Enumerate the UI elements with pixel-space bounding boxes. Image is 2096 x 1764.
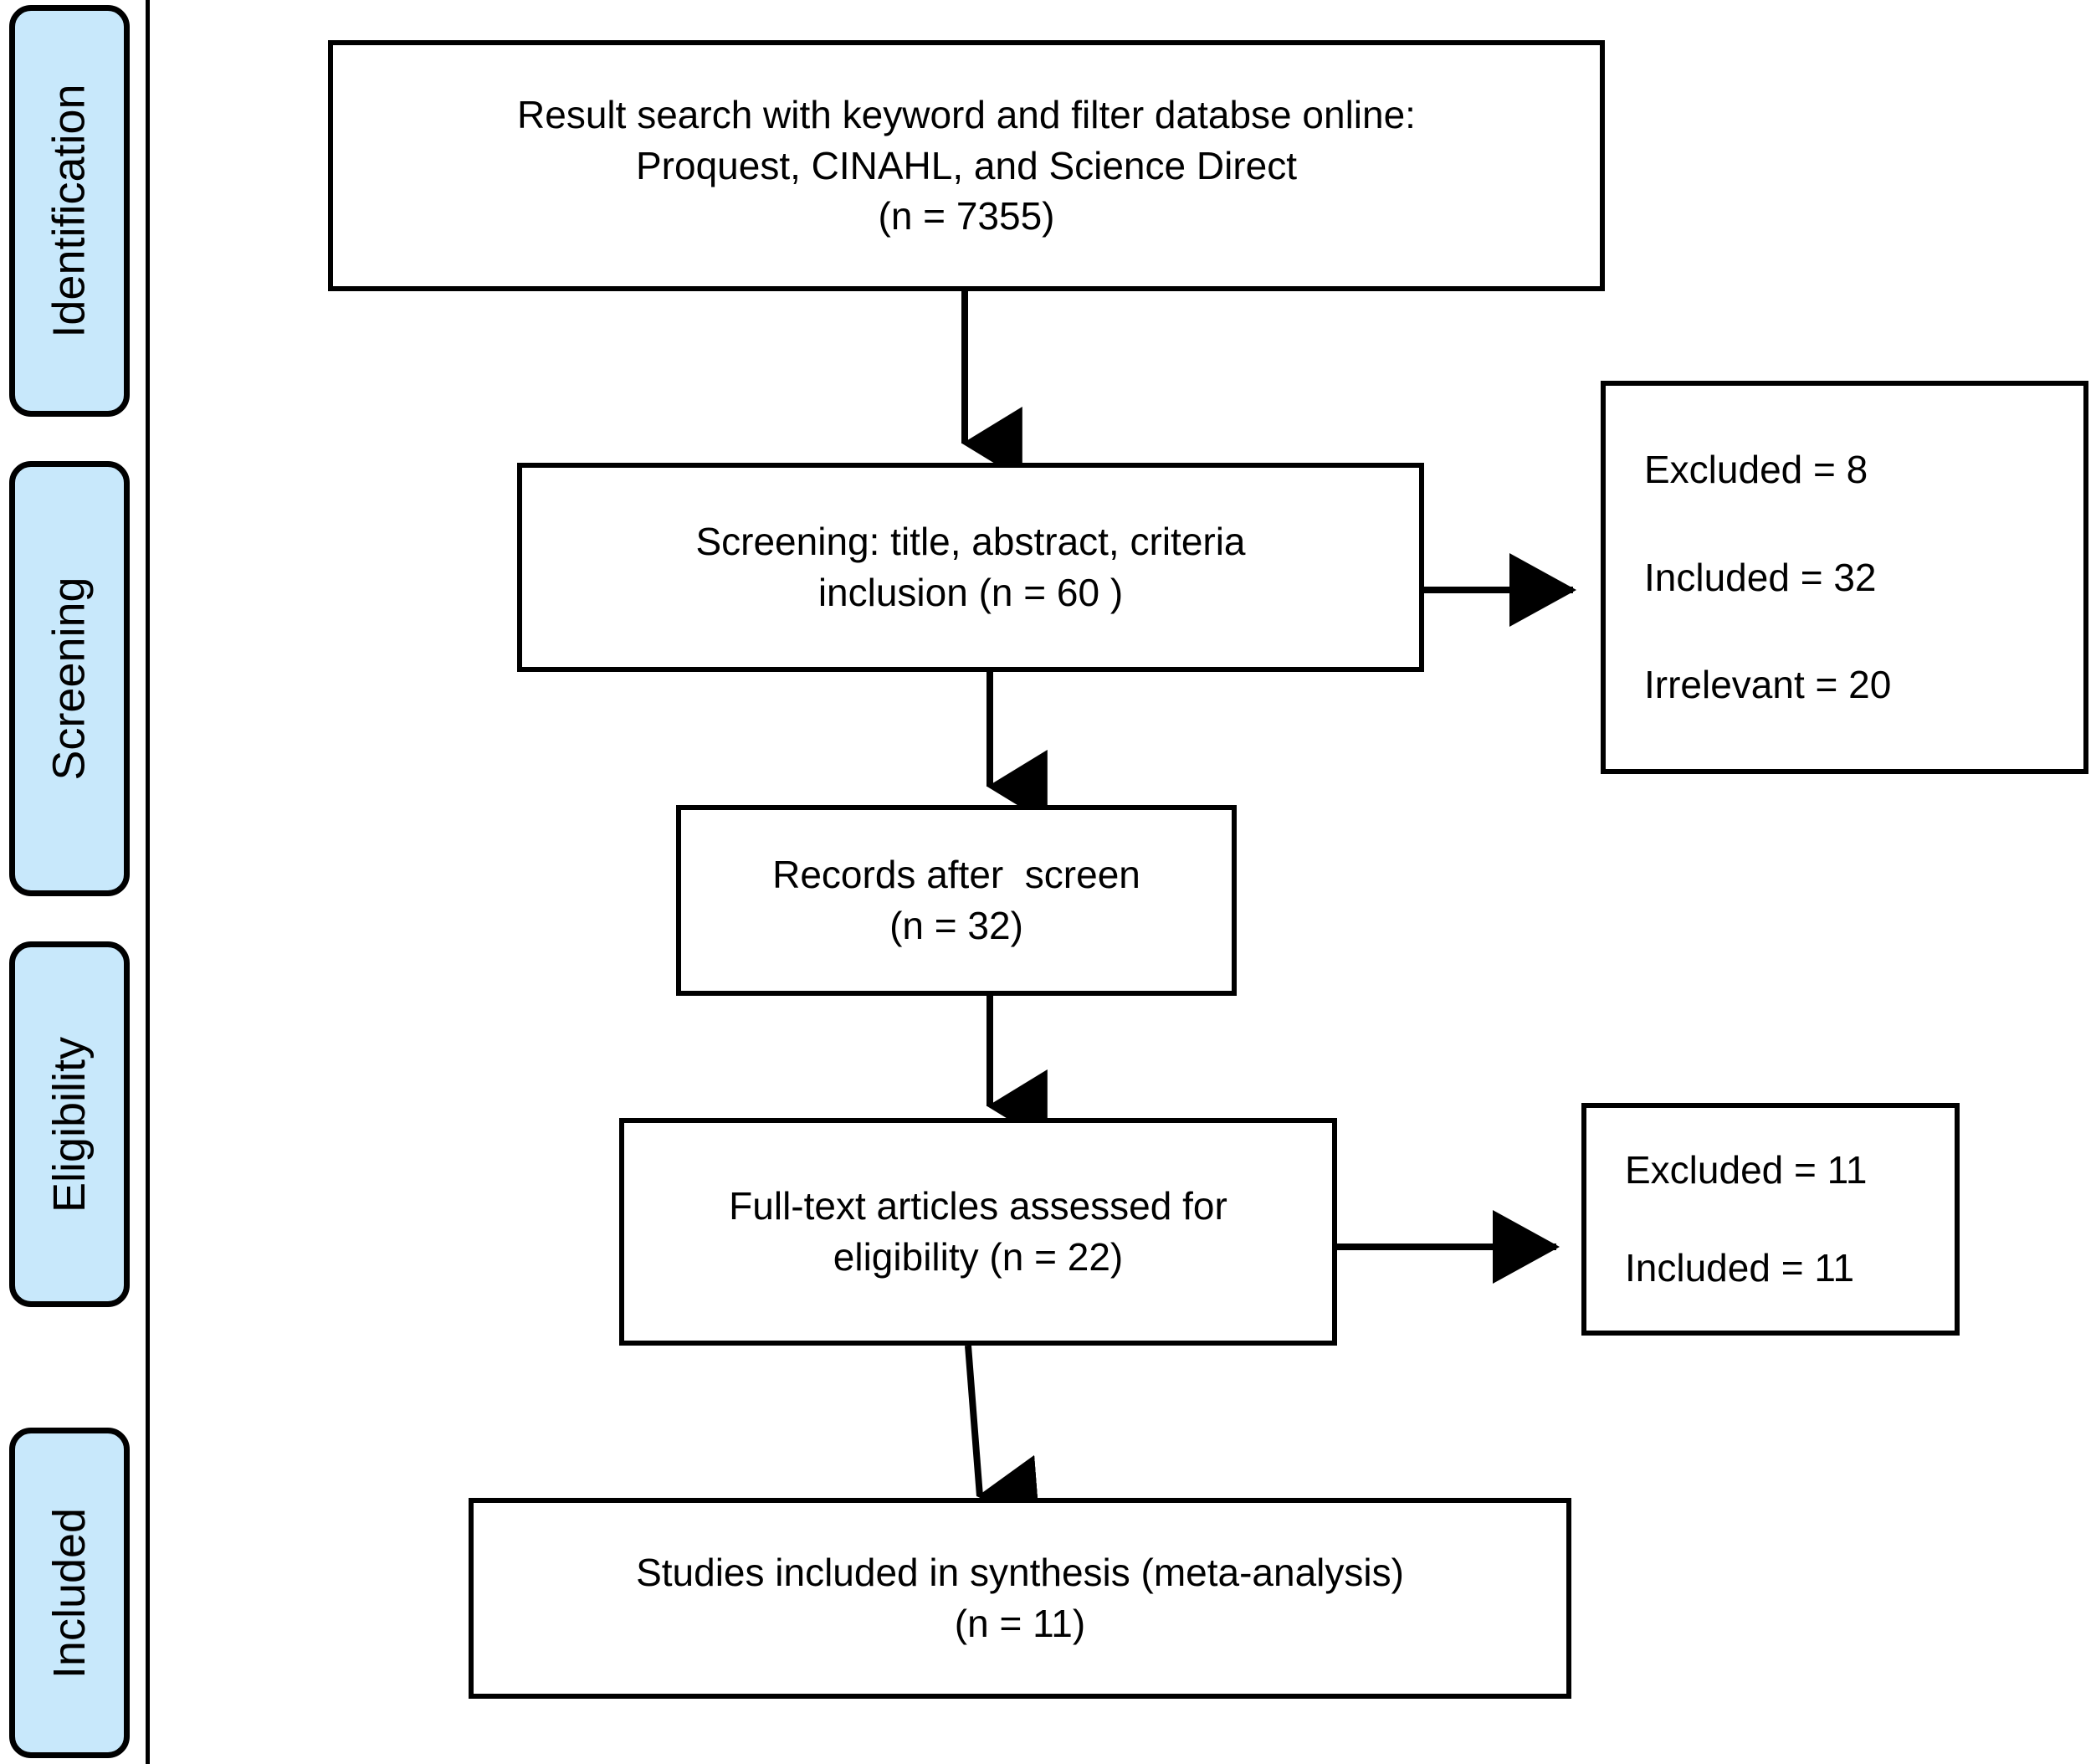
box-records-line-2: (n = 32)	[889, 904, 1023, 947]
box-records-line-1: Records after screen	[772, 853, 1140, 897]
box-fulltext-line-1: Full-text articles assessed for	[729, 1184, 1227, 1228]
box-fulltext-line-2: eligibility (n = 22)	[833, 1235, 1124, 1279]
box-screening: Screening: title, abstract, criteria inc…	[517, 463, 1424, 672]
box-included-line-2: (n = 11)	[954, 1602, 1086, 1645]
stage-label-identification: Identification	[9, 5, 130, 417]
box-records-after-screen: Records after screen (n = 32)	[676, 805, 1237, 996]
stage-label-included: Included	[9, 1428, 130, 1758]
stage-label-screening: Screening	[9, 461, 130, 896]
box-identification-line-2: Proquest, CINAHL, and Science Direct	[635, 143, 1298, 187]
box-screening-exclusions: Excluded = 8 Included = 32 Irrelevant = …	[1601, 381, 2088, 774]
box-identification-line-3: (n = 7355)	[878, 194, 1055, 238]
box-screening-irrelevant-count: Irrelevant = 20	[1644, 663, 1892, 707]
box-identification-line-1: Result search with keyword and filter da…	[517, 92, 1416, 136]
box-eligibility-excluded-count: Excluded = 11	[1625, 1148, 1868, 1192]
box-screening-included-count: Included = 32	[1644, 555, 1877, 599]
box-eligibility-included-count: Included = 11	[1625, 1246, 1855, 1290]
column-divider	[146, 0, 150, 1764]
arrow-fulltext-to-included	[965, 1345, 1041, 1529]
box-screening-excluded-count: Excluded = 8	[1644, 447, 1868, 491]
box-screening-line-2: inclusion (n = 60 )	[817, 571, 1124, 614]
box-screening-line-1: Screening: title, abstract, criteria	[695, 520, 1246, 564]
box-included-line-1: Studies included in synthesis (meta-anal…	[636, 1551, 1404, 1595]
box-eligibility-exclusions: Excluded = 11 Included = 11	[1581, 1103, 1960, 1336]
stage-label-eligibility: Eligibility	[9, 941, 130, 1307]
box-studies-included: Studies included in synthesis (meta-anal…	[469, 1498, 1571, 1699]
box-full-text-articles: Full-text articles assessed for eligibil…	[619, 1118, 1337, 1346]
box-identification: Result search with keyword and filter da…	[328, 40, 1605, 291]
